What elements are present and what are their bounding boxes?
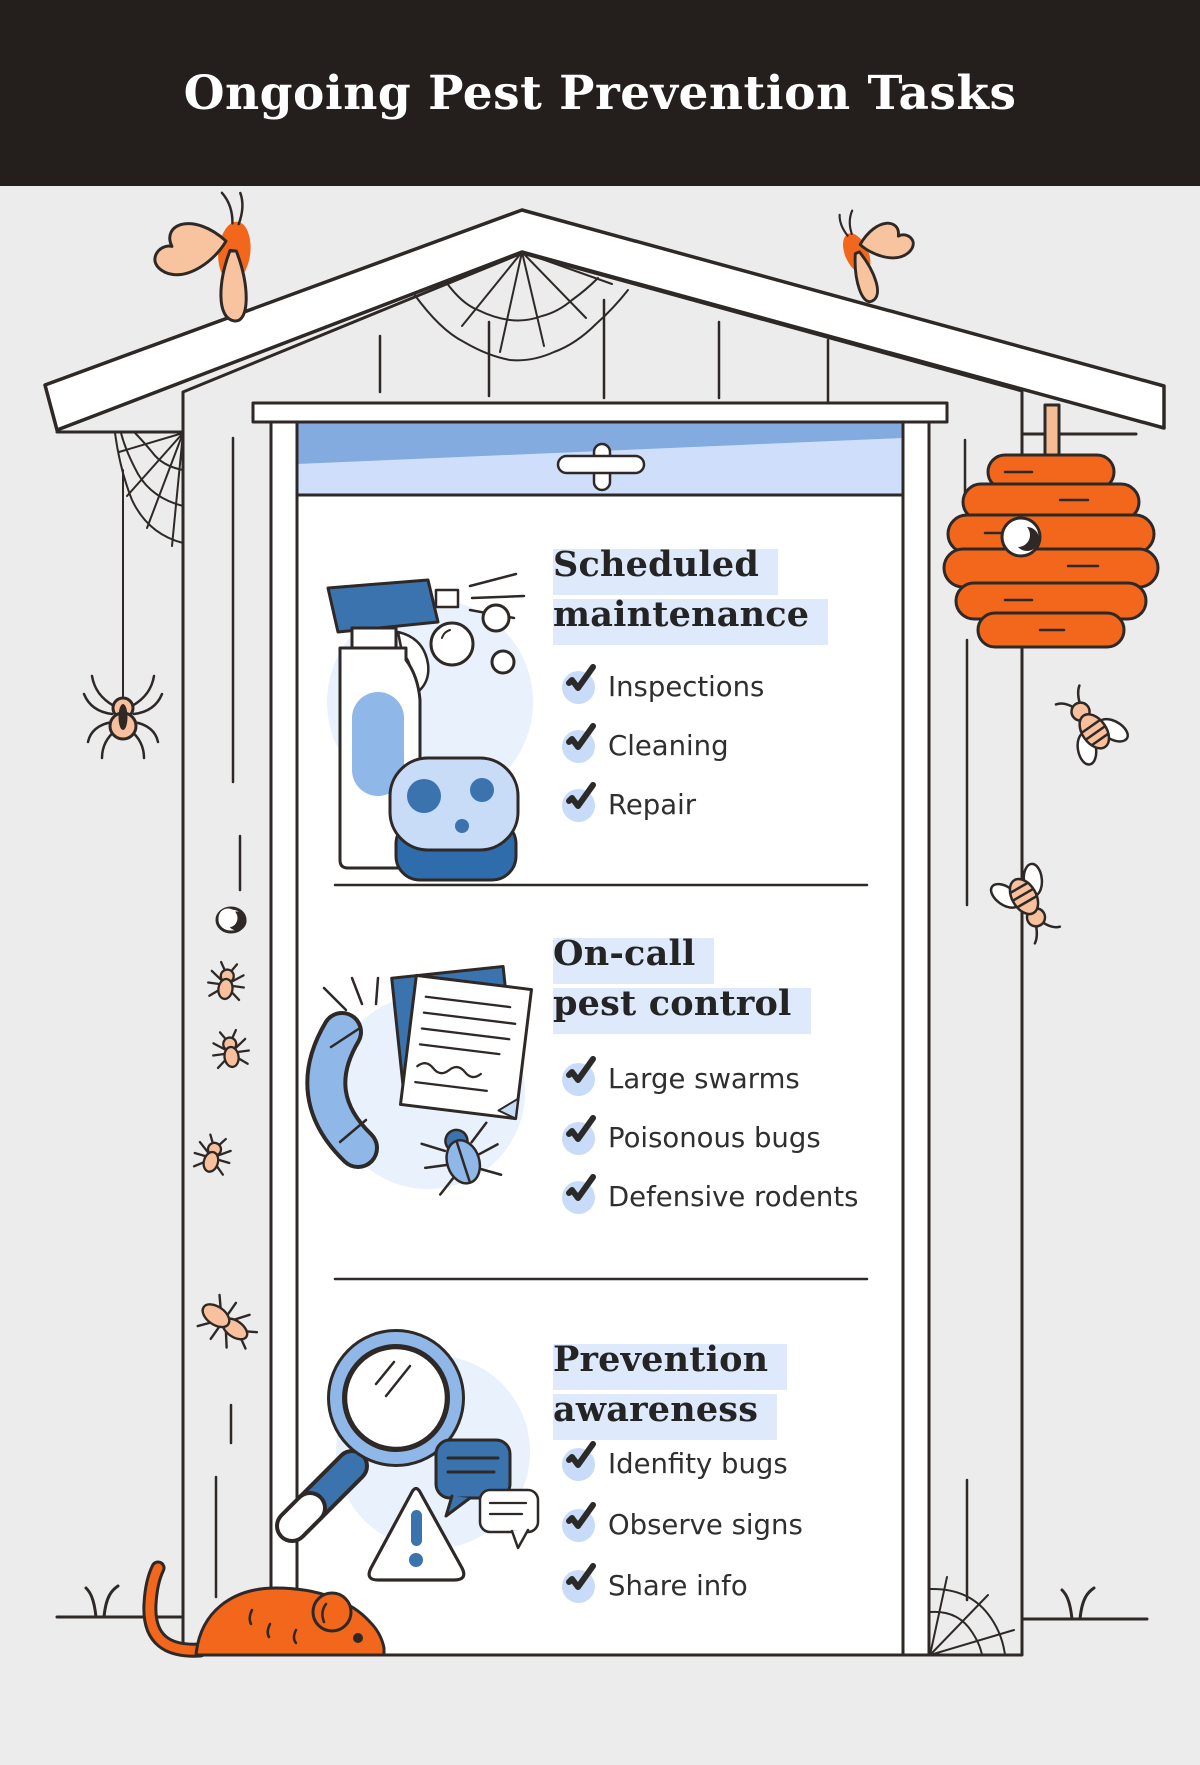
- checklist-item: Cleaning: [562, 722, 729, 764]
- checkmark-icon: [562, 722, 596, 763]
- ant-icon: [212, 1028, 250, 1070]
- checkmark-icon: [562, 1440, 596, 1481]
- checklist-item: Repair: [562, 781, 697, 823]
- section-title-on-call-pest-control: On-call pest control: [553, 933, 811, 1038]
- checklist-item-label: Defensive rodents: [608, 1181, 859, 1213]
- ant-icon: [192, 1133, 232, 1176]
- spiderweb-icon: [114, 432, 184, 547]
- magnifier-icon: [275, 1329, 540, 1582]
- checklist-item-label: Inspections: [608, 671, 765, 703]
- transom-handle: [556, 442, 646, 492]
- checklist-item: Defensive rodents: [562, 1173, 859, 1215]
- warning-triangle-icon: [367, 1486, 466, 1582]
- section-title-prevention-awareness: Prevention awareness: [553, 1339, 788, 1444]
- checklist-item-label: Large swarms: [608, 1063, 800, 1095]
- roof-icon: [43, 208, 1166, 436]
- transom-window: [295, 420, 905, 497]
- phone-icon: [305, 964, 533, 1196]
- beehive-icon: [942, 403, 1160, 649]
- bee-icon: [1054, 684, 1129, 766]
- section-title-line: pest control: [553, 983, 792, 1024]
- grass-icon: [84, 1584, 120, 1619]
- spiderweb-icon: [413, 251, 629, 362]
- checkmark-icon: [562, 781, 596, 822]
- crawling-bug-icon: [196, 1293, 259, 1350]
- checklist-item-label: Poisonous bugs: [608, 1122, 821, 1154]
- speech-bubble-icon: [434, 1438, 540, 1550]
- checkmark-icon: [562, 1173, 596, 1214]
- checklist-item: Inspections: [562, 663, 765, 705]
- checklist-item-label: Observe signs: [608, 1509, 803, 1541]
- knothole-icon: [215, 906, 247, 934]
- mouse-icon: [142, 1560, 386, 1658]
- ground-line: [55, 1584, 1149, 1621]
- sponge-icon: [388, 756, 520, 882]
- spiderweb-icon: [929, 1576, 1015, 1656]
- grass-icon: [1060, 1586, 1096, 1621]
- section-title-line: Scheduled: [553, 544, 760, 585]
- checklist-item: Observe signs: [562, 1501, 803, 1543]
- bug-icon: [420, 1121, 503, 1196]
- checklist-item: Idenfity bugs: [562, 1440, 788, 1482]
- section-title-line: Prevention: [553, 1339, 769, 1380]
- checkmark-icon: [562, 1501, 596, 1542]
- ant-icon: [207, 960, 245, 1002]
- checklist-item-label: Repair: [608, 789, 697, 821]
- checklist-item: Poisonous bugs: [562, 1114, 821, 1156]
- checklist-item-label: Share info: [608, 1570, 748, 1602]
- checklist-item-label: Idenfity bugs: [608, 1448, 788, 1480]
- checkmark-icon: [562, 663, 596, 704]
- checkmark-icon: [562, 1114, 596, 1155]
- section-title-line: awareness: [553, 1389, 759, 1430]
- bee-icon: [989, 862, 1062, 945]
- checklist-item: Share info: [562, 1562, 748, 1604]
- lintel: [251, 401, 949, 424]
- spray-bottle-icon: [326, 572, 533, 882]
- moth-icon: [153, 191, 251, 323]
- checkmark-icon: [562, 1055, 596, 1096]
- checkmark-icon: [562, 1562, 596, 1603]
- section-title-line: On-call: [553, 933, 696, 974]
- checklist-item-label: Cleaning: [608, 730, 729, 762]
- bubbles-icon: [429, 603, 516, 675]
- page-title: Ongoing Pest Prevention Tasks: [183, 65, 1017, 121]
- header: Ongoing Pest Prevention Tasks: [0, 0, 1200, 186]
- checklist-item: Large swarms: [562, 1055, 800, 1097]
- spider-icon: [82, 469, 164, 760]
- moth-icon: [838, 209, 915, 303]
- document-icon: [399, 973, 533, 1121]
- section-title-line: maintenance: [553, 594, 810, 635]
- section-title-scheduled-maintenance: Scheduled maintenance: [553, 544, 829, 649]
